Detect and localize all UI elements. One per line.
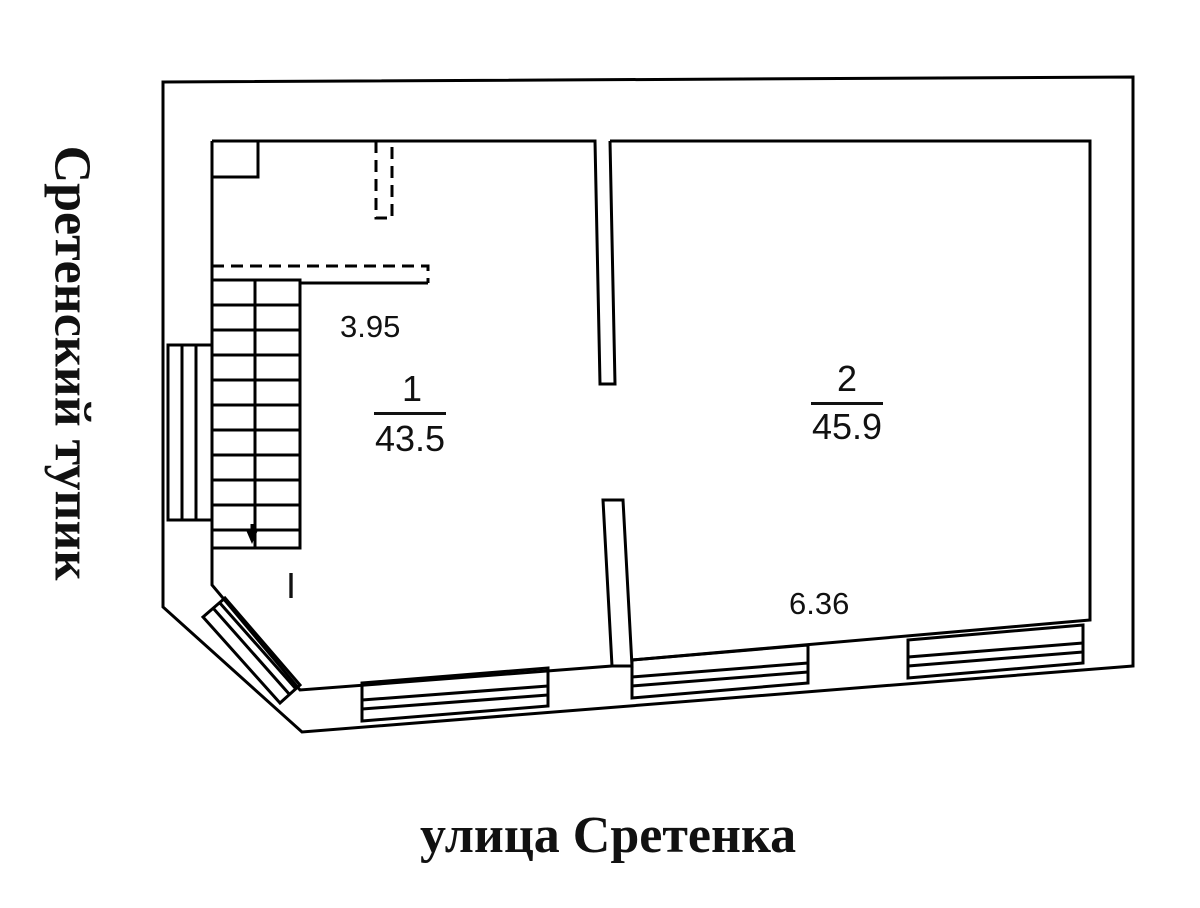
niche-square: [212, 139, 260, 179]
partition-lower: [601, 498, 634, 668]
room-2-area: 45.9: [811, 406, 883, 447]
room-2-inner-wall: [610, 139, 1092, 662]
room-1-area: 43.5: [374, 418, 446, 459]
room-1-width-dimension: 3.95: [340, 309, 401, 344]
room-1-number: 1: [401, 368, 423, 409]
outer-wall: [161, 75, 1135, 734]
room-1-inner-wall: [212, 139, 617, 386]
room-2-fraction-line: [811, 402, 883, 405]
section-mark: I: [286, 565, 297, 606]
dashed-niche: [374, 141, 394, 220]
dashed-beam: [212, 264, 430, 283]
room-1-west-wall: [210, 141, 613, 692]
room-2-width-dimension: 6.36: [789, 586, 850, 621]
room-2-number: 2: [836, 358, 858, 399]
street-label-left: Сретенский тупик: [43, 145, 101, 581]
street-label-bottom: улица Сретенка: [420, 807, 797, 864]
room-1-fraction-line: [374, 412, 446, 415]
